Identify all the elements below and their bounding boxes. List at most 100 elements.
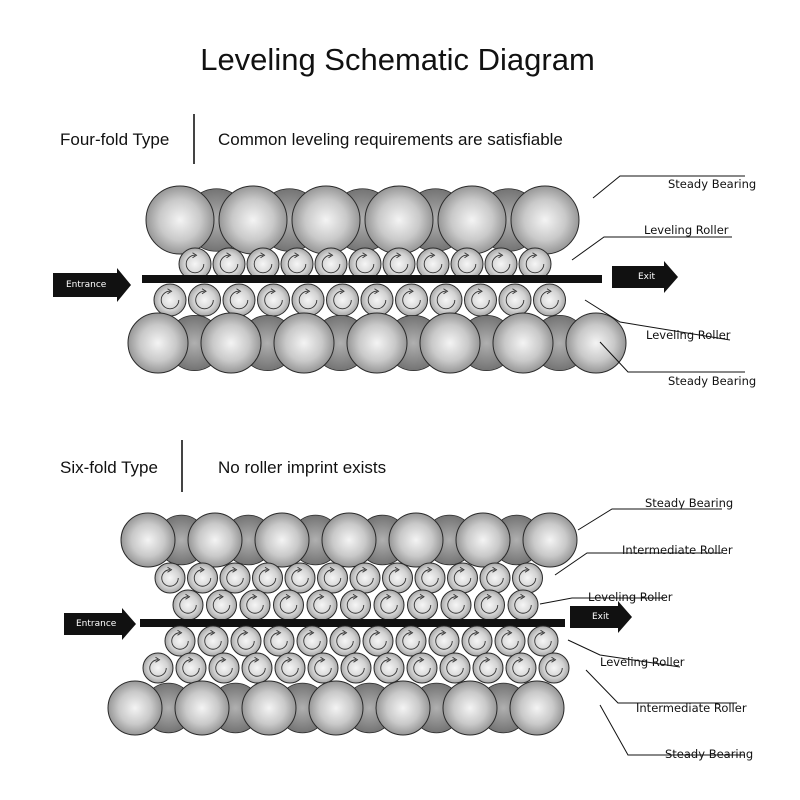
leveling-roller-bottom [461,625,493,657]
steady-bearing-top [291,185,361,255]
rotation-arrowhead-icon [396,252,402,259]
steady-bearing-top [388,512,444,568]
rotation-arrow-icon [436,290,456,310]
intermediate-roller-bottom [307,652,339,684]
rotation-arrowhead-icon [362,566,368,573]
intermediate-roller-bottom [208,652,240,684]
rotation-arrow-icon [281,659,299,677]
rotation-arrow-icon [545,659,563,677]
steady-bearing-bottom [174,680,230,736]
leader-line [571,236,732,261]
leveling-roller-top [206,589,237,621]
rotation-arrow-icon [171,632,189,650]
rotation-arrow-icon [518,569,537,587]
steady-bearing-bottom [241,680,297,736]
rotation-arrowhead-icon [260,252,266,259]
rotation-arrow-icon [514,596,532,614]
rotation-arrowhead-icon [498,252,504,259]
rotation-arrow-icon [313,596,331,614]
rotation-arrow-icon [402,632,420,650]
leveling-roller-bottom [428,625,460,657]
rotation-arrow-icon [389,254,409,274]
leveling-roller-bottom [362,625,394,657]
rotation-arrowhead-icon [477,288,483,295]
rotation-arrow-icon [402,290,421,310]
rotation-arrowhead-icon [453,593,459,600]
leveling-roller-top [306,589,338,621]
rotation-arrowhead-icon [492,566,498,573]
rotation-arrowhead-icon [464,252,470,259]
leveling-roller-bottom [533,283,566,317]
steady-bearing-bottom [565,312,627,374]
rotation-arrow-icon [435,632,453,650]
leveling-roller-bottom [395,283,428,317]
steady-bearing-bottom [509,680,565,736]
metal-strip [140,619,565,627]
rotation-arrowhead-icon [185,593,191,600]
rotation-arrow-icon [298,290,318,310]
steady-bearing-bottom [492,312,554,374]
leveling-roller-bottom [360,283,394,317]
intermediate-roller-bottom [142,652,174,684]
steady-bearing-top [364,185,434,255]
intermediate-roller-top [284,562,316,594]
intermediate-roller-top [479,562,511,594]
rotation-arrow-icon [413,596,432,614]
rotation-arrow-icon [388,569,407,587]
rotation-arrowhead-icon [243,629,249,636]
section-divider [181,440,183,492]
steady-bearing-bottom [419,312,481,374]
rotation-arrow-icon [480,596,499,614]
rotation-arrow-icon [471,290,490,310]
intermediate-roller-bottom [274,652,306,684]
rotation-arrow-icon [303,632,321,650]
rotation-arrowhead-icon [443,288,449,295]
rotation-arrowhead-icon [430,252,436,259]
rotation-arrowhead-icon [532,252,538,259]
leveling-roller-bottom [395,625,427,657]
intermediate-roller-bottom [505,652,537,684]
rotation-arrow-icon [161,569,179,587]
rotation-arrow-icon [258,569,277,587]
leveling-roller-top [373,589,405,621]
entrance-arrow-icon [64,608,136,640]
intermediate-roller-top [349,562,381,594]
rotation-arrowhead-icon [232,566,238,573]
steady-bearing-bottom [127,312,189,374]
steady-bearing-bottom [107,680,163,736]
steady-bearing-top [455,512,511,568]
intermediate-roller-bottom [439,652,471,684]
rotation-arrowhead-icon [276,629,282,636]
rotation-arrow-icon [323,569,342,587]
intermediate-roller-bottom [472,652,504,684]
rotation-arrowhead-icon [408,629,414,636]
rotation-arrow-icon [195,290,214,310]
intermediate-roller-bottom [175,652,207,684]
leveling-roller-bottom [153,283,187,317]
leveling-roller-top [273,589,304,621]
section-divider [193,114,195,164]
rotation-arrow-icon [246,596,264,614]
label-steady-bearing-bottom: Steady Bearing [668,374,757,388]
rotation-arrowhead-icon [520,593,526,600]
rotation-arrow-icon [367,290,387,310]
rotation-arrow-icon [423,254,443,274]
leveling-roller-bottom [494,625,526,657]
rotation-arrow-icon [215,659,233,677]
rotation-arrow-icon [185,254,205,274]
steady-bearing-top [187,512,243,568]
leveling-roller-bottom [263,625,295,657]
intermediate-roller-top [252,562,283,594]
rotation-arrow-icon [237,632,255,650]
rotation-arrow-icon [512,659,530,677]
rotation-arrow-icon [212,596,231,614]
rotation-arrowhead-icon [353,656,359,663]
leader-line [539,597,665,605]
rotation-arrow-icon [534,632,552,650]
rotation-arrowhead-icon [375,629,381,636]
leader-line [599,704,745,756]
steady-bearing-top [120,512,176,568]
intermediate-roller-bottom [406,652,438,684]
rotation-arrow-icon [447,596,465,614]
rotation-arrowhead-icon [328,252,334,259]
